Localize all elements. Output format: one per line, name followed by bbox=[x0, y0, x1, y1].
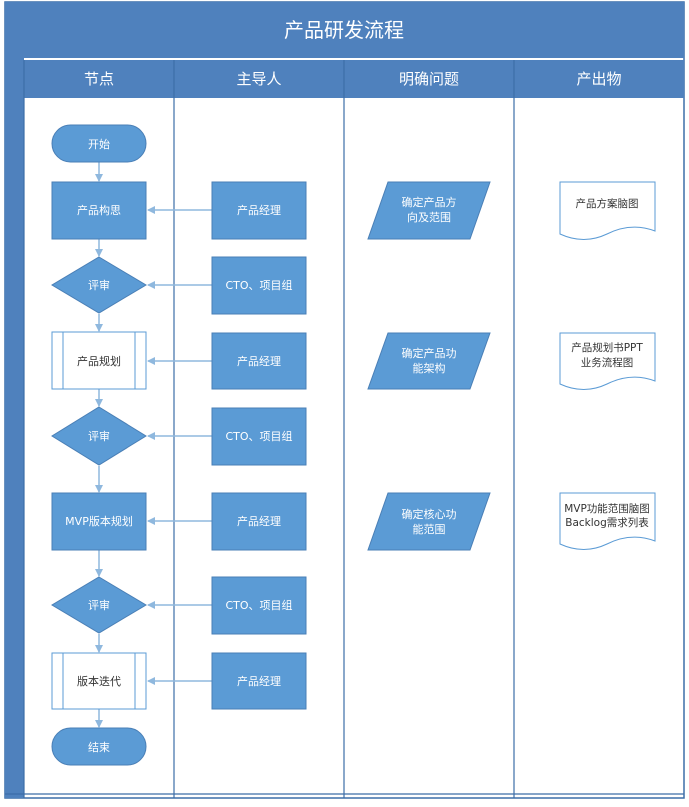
output-document bbox=[559, 181, 656, 240]
question-parallelogram bbox=[367, 332, 491, 390]
question-line: 向及范围 bbox=[407, 210, 451, 224]
question-parallelogram bbox=[367, 492, 491, 551]
output-document bbox=[559, 492, 656, 550]
left-strip bbox=[5, 58, 24, 798]
end-label: 结束 bbox=[88, 741, 110, 754]
output-line: Backlog需求列表 bbox=[565, 516, 649, 529]
subprocess-iteration bbox=[51, 652, 147, 710]
output-line: MVP功能范围脑图 bbox=[564, 502, 650, 515]
decision-review-1 bbox=[51, 256, 147, 314]
decision-review-3-label: 评审 bbox=[88, 598, 110, 612]
owner-box bbox=[211, 652, 307, 710]
output-line: 产品方案脑图 bbox=[576, 197, 639, 210]
diagram-title: 产品研发流程 bbox=[284, 18, 404, 42]
process-mvp bbox=[51, 492, 147, 551]
subprocess-planning bbox=[51, 331, 147, 390]
end-terminator bbox=[51, 727, 147, 766]
output-document bbox=[559, 332, 656, 390]
process-concept bbox=[51, 181, 147, 240]
question-parallelogram bbox=[367, 181, 491, 240]
start-terminator bbox=[51, 124, 147, 163]
owner-connectors bbox=[147, 206, 212, 685]
column-header-node: 节点 bbox=[84, 70, 114, 88]
decision-review-1-label: 评审 bbox=[88, 278, 110, 292]
column-header-owner: 主导人 bbox=[236, 70, 281, 88]
question-line: 确定产品功 bbox=[402, 346, 457, 360]
process-concept-label: 产品构思 bbox=[77, 203, 121, 217]
start-label: 开始 bbox=[88, 137, 110, 151]
question-line: 能范围 bbox=[413, 522, 446, 536]
owner-label: 产品经理 bbox=[237, 354, 281, 368]
output-line: 业务流程图 bbox=[581, 356, 634, 369]
owner-label: 产品经理 bbox=[237, 674, 281, 688]
subprocess-planning-label: 产品规划 bbox=[77, 354, 121, 368]
owner-box bbox=[211, 181, 307, 240]
decision-review-2 bbox=[51, 406, 147, 466]
question-line: 能架构 bbox=[413, 361, 446, 375]
owner-label: 产品经理 bbox=[237, 203, 281, 217]
question-line: 确定产品方 bbox=[402, 195, 457, 209]
owner-label: CTO、项目组 bbox=[225, 278, 292, 292]
owner-box bbox=[211, 407, 307, 466]
owner-box bbox=[211, 256, 307, 315]
owner-label: CTO、项目组 bbox=[225, 598, 292, 612]
owner-box bbox=[211, 492, 307, 551]
owner-label: CTO、项目组 bbox=[225, 429, 292, 443]
column-header-question: 明确问题 bbox=[399, 70, 459, 88]
column-header-output: 产出物 bbox=[576, 70, 621, 88]
output-line: 产品规划书PPT bbox=[571, 341, 643, 354]
owner-box bbox=[211, 332, 307, 390]
owner-box bbox=[211, 576, 307, 635]
title-bar bbox=[5, 2, 684, 58]
decision-review-2-label: 评审 bbox=[88, 429, 110, 443]
question-line: 确定核心功 bbox=[402, 507, 457, 521]
process-mvp-label: MVP版本规划 bbox=[65, 514, 133, 528]
owner-label: 产品经理 bbox=[237, 514, 281, 528]
subprocess-iteration-label: 版本迭代 bbox=[77, 674, 121, 688]
decision-review-3 bbox=[51, 576, 147, 634]
